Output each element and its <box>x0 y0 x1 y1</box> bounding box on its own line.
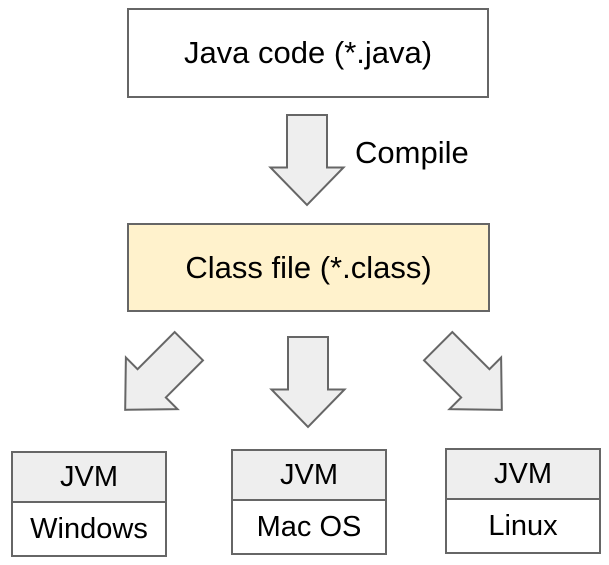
down-block-arrow-shape <box>268 114 346 207</box>
down-block-arrow-shape <box>269 336 347 429</box>
down-left-block-arrow-shape <box>124 330 205 411</box>
down-left-arrow-icon <box>124 330 205 411</box>
platform-label-windows: Windows <box>30 512 148 545</box>
class-file-box: Class file (*.class) <box>127 223 490 312</box>
down-right-block-arrow-shape <box>422 330 503 411</box>
jvm-header: JVM <box>13 453 165 503</box>
down-right-arrow-icon <box>422 330 503 411</box>
platform-label-linux: Linux <box>488 509 558 542</box>
platform-label-macos: Mac OS <box>256 510 362 543</box>
jvm-header-label: JVM <box>494 457 552 490</box>
platform-cell: Mac OS <box>233 501 385 553</box>
jvm-header-label: JVM <box>280 458 338 491</box>
platform-cell: Windows <box>13 503 165 555</box>
jvm-header: JVM <box>447 450 599 500</box>
jvm-header: JVM <box>233 451 385 501</box>
compile-label: Compile <box>355 135 469 170</box>
compile-down-arrow-icon <box>268 114 346 207</box>
class-file-label: Class file (*.class) <box>185 249 432 285</box>
java-code-label: Java code (*.java) <box>183 35 433 70</box>
jvm-box-windows: JVM Windows <box>11 451 167 557</box>
java-code-box: Java code (*.java) <box>127 8 489 98</box>
jvm-box-linux: JVM Linux <box>445 448 601 554</box>
down-arrow-icon <box>269 336 347 429</box>
jvm-header-label: JVM <box>60 460 118 493</box>
jvm-box-macos: JVM Mac OS <box>231 449 387 555</box>
platform-cell: Linux <box>447 500 599 552</box>
